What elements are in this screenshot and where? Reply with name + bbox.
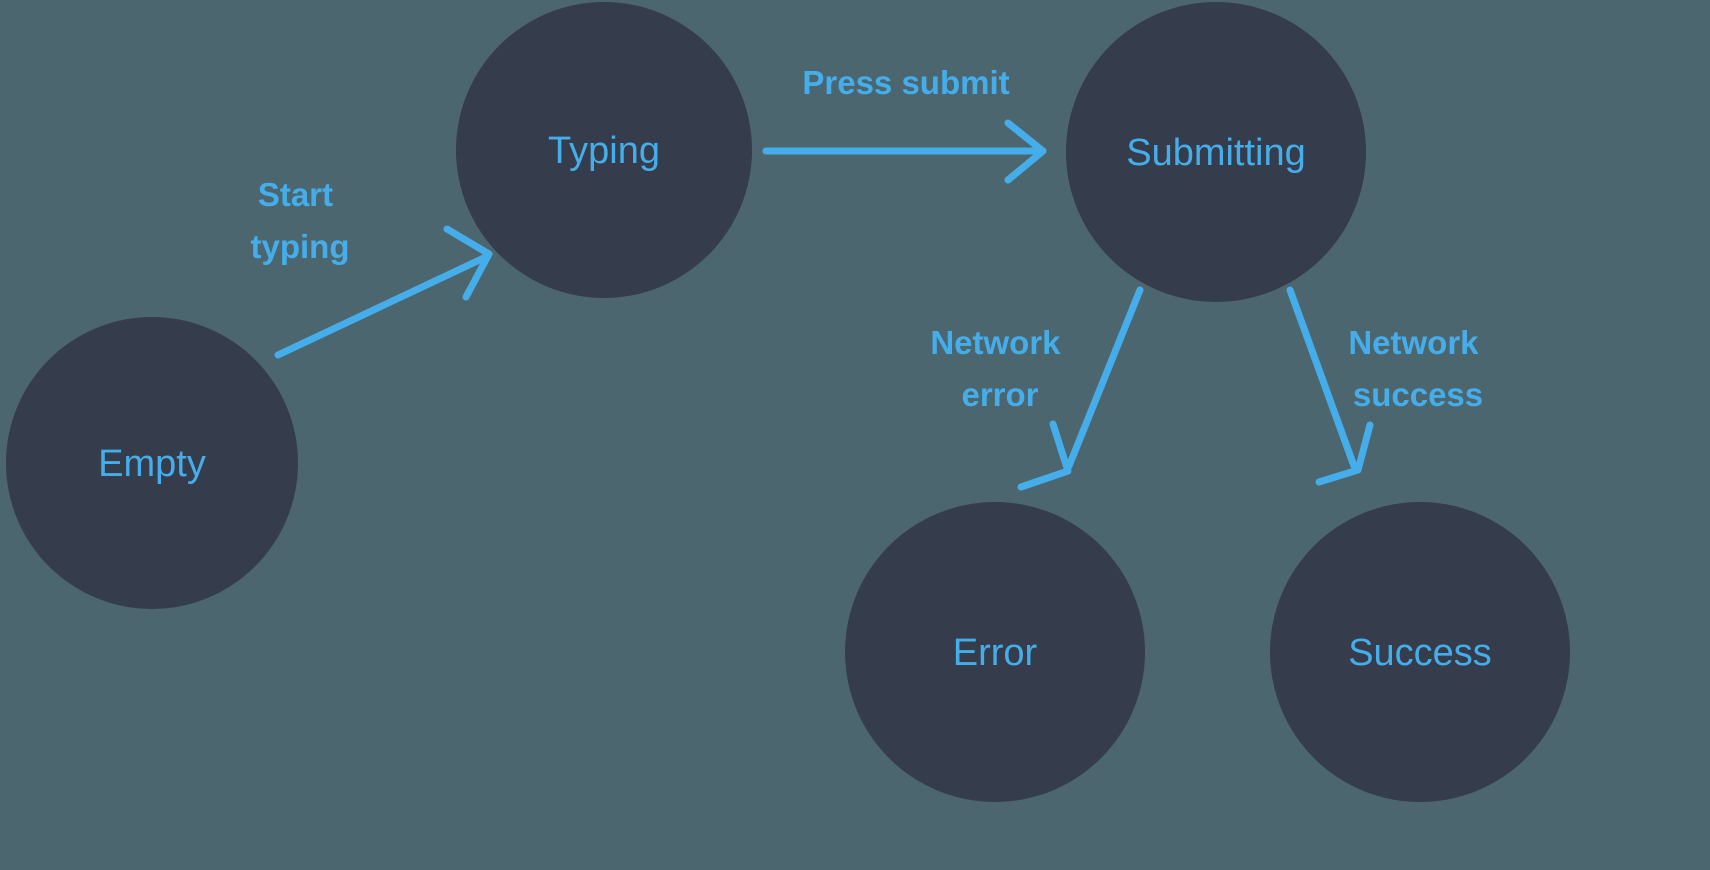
state-node-shape: [6, 317, 298, 609]
transition-typing-to-submitting: [762, 119, 1047, 184]
arrowhead-icon: [1004, 119, 1047, 184]
state-node-shape: [456, 2, 752, 298]
transition-line: [1286, 286, 1358, 470]
state-node-label: Empty: [98, 443, 206, 485]
state-node-typing[interactable]: Typing: [456, 2, 752, 298]
state-node-label: Typing: [548, 130, 660, 172]
state-node-submitting[interactable]: Submitting: [1066, 2, 1366, 302]
transition-submitting-to-error: [1017, 286, 1144, 491]
transition-label-network-success: Network success: [1348, 324, 1487, 413]
transition-label-network-error: Network error: [930, 324, 1069, 413]
state-node-label: Error: [953, 632, 1038, 674]
transition-line: [1065, 286, 1144, 470]
state-node-label: Submitting: [1126, 132, 1306, 174]
transition-line: [274, 252, 492, 359]
arrowhead-icon: [1315, 421, 1374, 486]
transition-label-press-submit: Press submit: [802, 64, 1009, 101]
transition-label-start-typing: Start typing: [251, 176, 350, 265]
state-node-shape: [845, 502, 1145, 802]
arrowhead-icon: [443, 225, 493, 301]
state-node-empty[interactable]: Empty: [6, 317, 298, 609]
state-node-shape: [1066, 2, 1366, 302]
state-node-success[interactable]: Success: [1270, 502, 1570, 802]
state-node-error[interactable]: Error: [845, 502, 1145, 802]
transition-empty-to-typing: [274, 225, 493, 359]
state-node-shape: [1270, 502, 1570, 802]
state-node-label: Success: [1348, 632, 1492, 674]
transition-submitting-to-success: [1286, 286, 1374, 486]
arrowhead-icon: [1017, 420, 1072, 491]
